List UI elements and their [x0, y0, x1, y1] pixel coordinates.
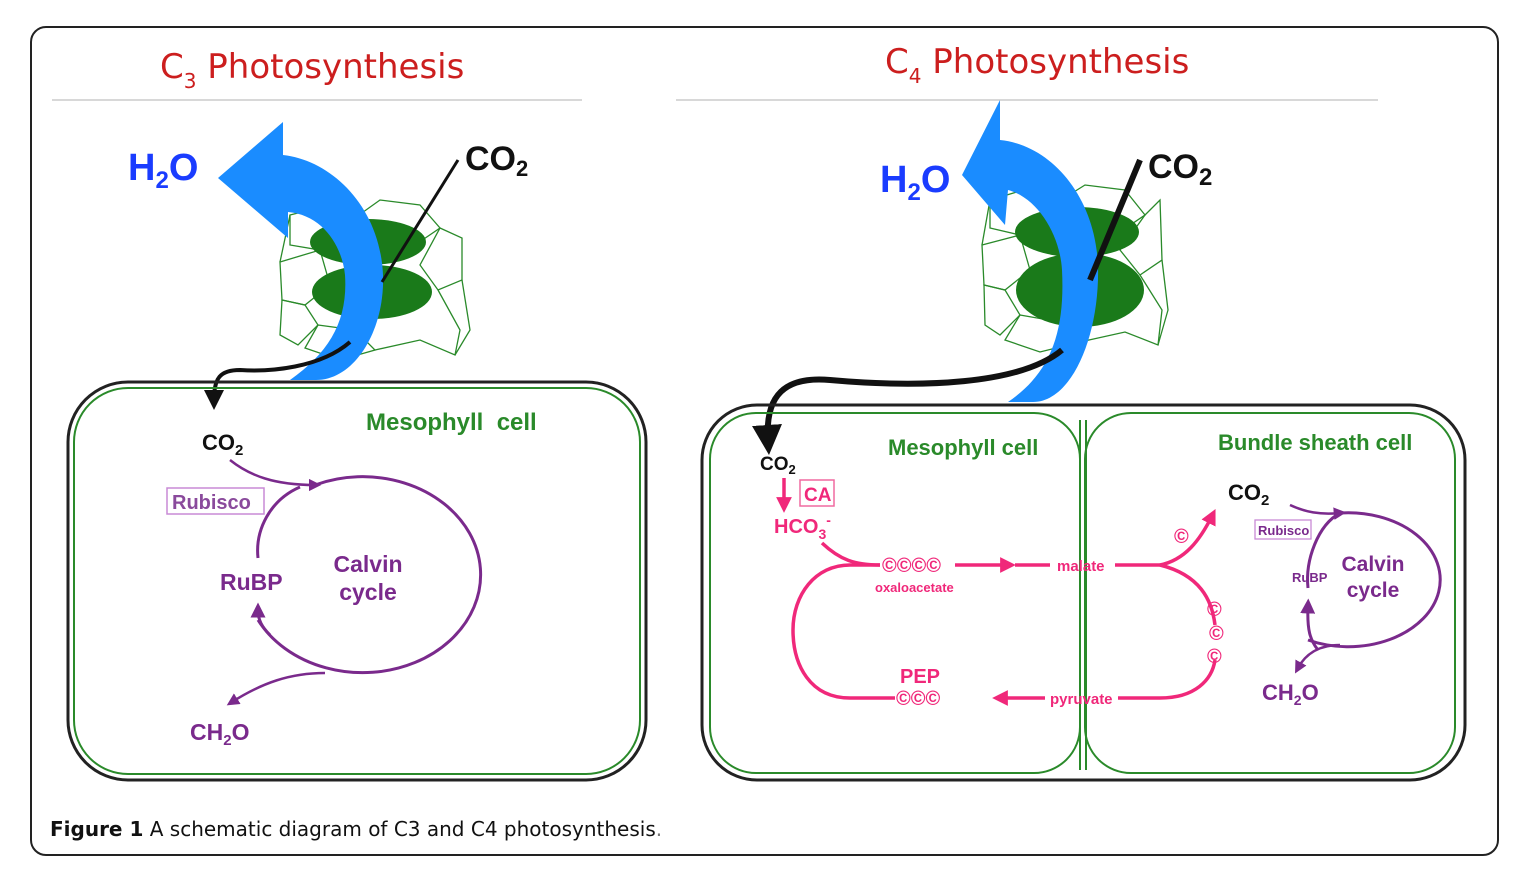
c3-rubisco-box — [166, 487, 265, 515]
c4-h2o-label: H2O — [880, 159, 950, 206]
c4-bundle-sheath-cell — [1084, 412, 1456, 774]
c4-co2-line — [1087, 158, 1143, 282]
c4-ca-box — [799, 479, 835, 507]
c4-hco3-to-oaa — [820, 541, 881, 567]
caption-end: . — [655, 817, 663, 841]
figure-caption: Figure 1 A schematic diagram of C3 and C… — [50, 817, 662, 841]
c4-bs-cycle-line2: cycle — [1347, 579, 1400, 602]
c4-bs-rubisco-box — [1254, 519, 1312, 540]
c3-mesophyll-cell-outer — [66, 380, 648, 782]
c3-water-arrow — [218, 122, 384, 380]
c4-bundle-label: Bundle sheath cell — [1218, 430, 1412, 455]
c4-co2-path — [752, 347, 1064, 455]
c4-calvin-arrow — [1300, 598, 1320, 651]
c3-cell-label: Mesophyll cell — [366, 409, 537, 436]
c3-calvin-circle — [256, 475, 483, 675]
c4-title: C4 Photosynthesis — [885, 42, 1189, 88]
c4-four-carbon: ©©©© — [882, 555, 941, 577]
c4-ca-label: CA — [804, 485, 832, 506]
c3-h2o-label: H2O — [128, 147, 198, 194]
c4-cells-outer — [700, 403, 1467, 782]
caption-text: A schematic diagram of C3 and C4 photosy… — [143, 817, 656, 841]
c4-bs-product-label: CH2O — [1262, 680, 1319, 708]
c3-panel: C3 Photosynthesis H2O CO2 Mesophyll cell — [52, 47, 648, 782]
c3-product-arrow — [226, 671, 326, 706]
c3-calvin-left-arc — [256, 485, 301, 559]
c4-hco3-label: HCO3- — [774, 512, 831, 542]
c3-rubisco-label: Rubisco — [172, 492, 251, 514]
c4-bs-rubp-label: RuBP — [1292, 570, 1328, 585]
c4-bs-product-arrow — [1295, 643, 1341, 674]
c3-product-label: CH2O — [190, 719, 249, 749]
c4-released-carbon: © — [1174, 526, 1189, 548]
c3-co2-stomata-label: CO2 — [465, 140, 528, 181]
c4-three-carbon: ©©© — [896, 688, 940, 710]
c4-carbon-v3: © — [1207, 646, 1222, 668]
c4-panel: C4 Photosynthesis H2O CO2 Mesophyll cell… — [676, 42, 1467, 782]
c3-cycle-line2: cycle — [339, 579, 397, 605]
c4-water-arrow — [962, 100, 1099, 402]
caption-label: Figure 1 — [50, 817, 144, 841]
c4-malate-label: malate — [1057, 558, 1105, 575]
c4-pathway — [776, 478, 1217, 706]
c4-carbon-v1: © — [1207, 599, 1222, 621]
c4-bs-rubisco-label: Rubisco — [1258, 523, 1309, 538]
c4-pep-loop — [791, 563, 895, 700]
c3-rubp-label: RuBP — [220, 569, 283, 595]
c3-co2-fixation-arrow — [229, 459, 322, 492]
c3-co2-label: CO2 — [202, 430, 243, 459]
c4-oxaloacetate-label: oxaloacetate — [875, 580, 954, 595]
c4-decarb-arc — [1159, 563, 1217, 626]
c4-carbon-v2: © — [1209, 623, 1224, 645]
c4-release-arrow — [1159, 508, 1216, 567]
c4-to-pyruvate — [1118, 659, 1217, 700]
c3-cycle-line1: Calvin — [333, 551, 402, 577]
c4-pyruvate-label: pyruvate — [1050, 691, 1113, 708]
c3-calvin-cycle — [226, 459, 483, 706]
c4-co2-stomata-label: CO2 — [1148, 148, 1212, 191]
c4-pep-label: PEP — [900, 666, 940, 688]
c4-calvin-cycle — [1289, 503, 1442, 674]
c3-co2-line — [380, 159, 460, 283]
c3-calvin-arrow — [250, 602, 272, 637]
c4-mesophyll-label: Mesophyll cell — [888, 435, 1038, 460]
c4-bs-cycle-line1: Calvin — [1341, 553, 1404, 576]
c3-title: C3 Photosynthesis — [160, 47, 464, 93]
c4-calvin-circle — [1307, 511, 1442, 649]
c4-bs-fixation-arrow — [1289, 503, 1347, 520]
c4-bs-co2-label: CO2 — [1228, 480, 1269, 509]
c4-co2-label: CO2 — [760, 454, 796, 477]
c3-mesophyll-cell-inner — [73, 387, 641, 775]
